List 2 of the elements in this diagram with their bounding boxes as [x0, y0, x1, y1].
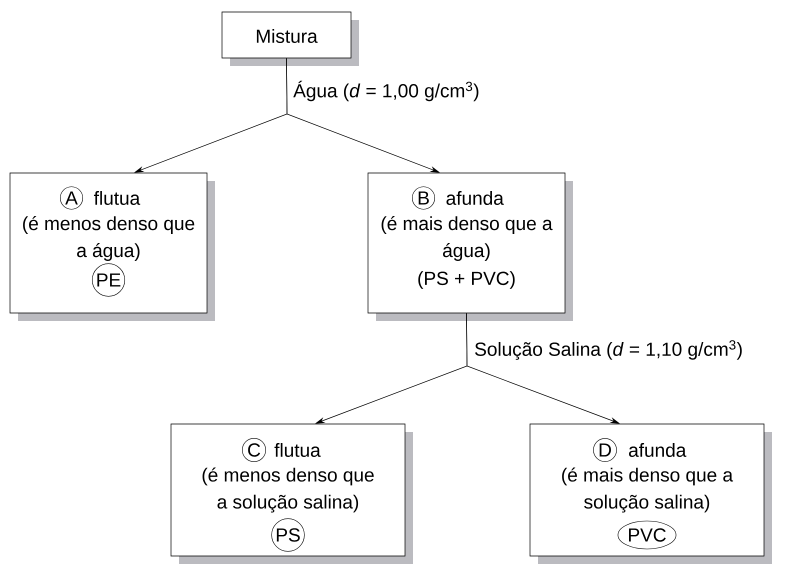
edge-label: Água (d = 1,00 g/cm$^{3}$): [292, 80, 481, 102]
edge-label: Solução Salina (d = 1,10 g/cm$^{3}$): [473, 339, 744, 361]
